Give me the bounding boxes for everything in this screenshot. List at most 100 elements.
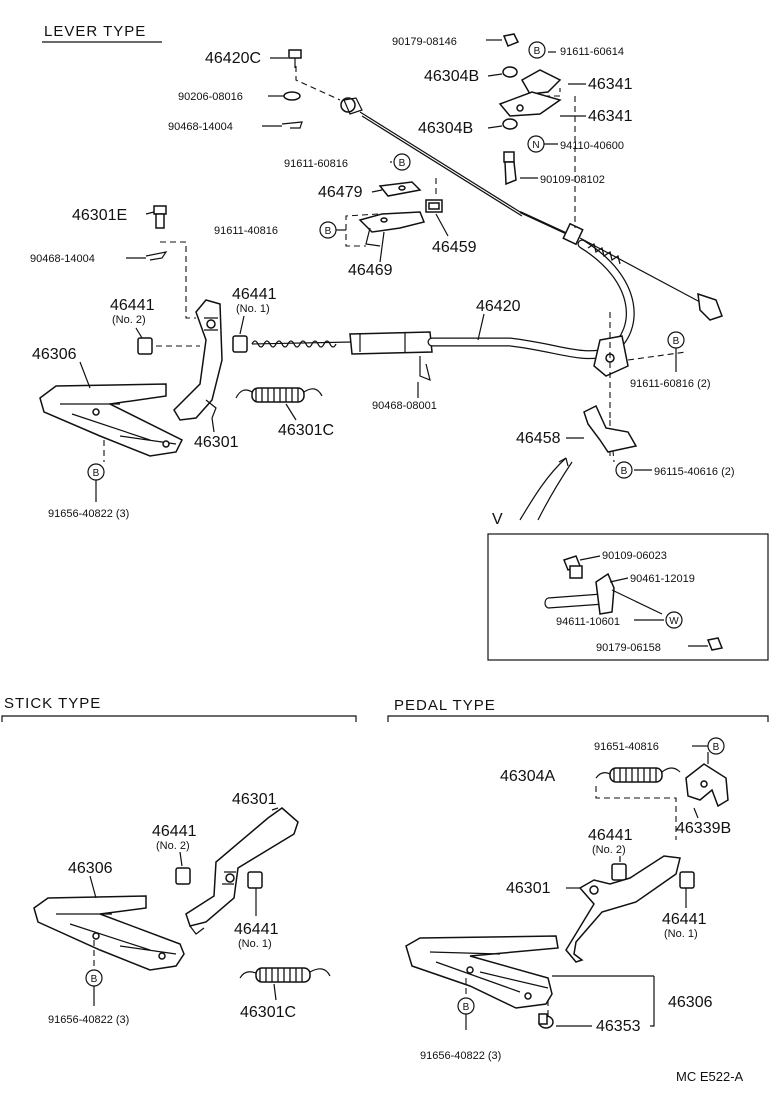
badge-n-94110-40600: N	[527, 135, 545, 153]
part-46479-plate	[378, 181, 422, 197]
svg-text:W: W	[669, 616, 679, 627]
label-46304B-a: 46304B	[424, 68, 479, 85]
diagram-code: MC E522-A	[676, 1069, 744, 1084]
label-46301E: 46301E	[72, 207, 127, 224]
label-pedal-91656-40822: 91656-40822 (3)	[420, 1050, 501, 1062]
svg-text:B: B	[713, 742, 720, 753]
part-46341-bracket	[498, 69, 562, 117]
label-96115-40616: 96115-40616 (2)	[654, 466, 735, 478]
label-pedal-46353: 46353	[596, 1018, 641, 1035]
part-90468-08001-clip	[419, 356, 431, 381]
badge-b-91611-60614: B	[528, 41, 546, 59]
svg-text:B: B	[463, 1002, 470, 1013]
stick-part-46441-no2-bushing	[175, 867, 191, 885]
badge-b-91656-40822-stick: B	[85, 969, 103, 987]
part-90109-08102-bolt	[503, 151, 517, 186]
label-46469: 46469	[348, 262, 393, 279]
rear-cable-lower-curve	[577, 239, 635, 355]
label-46304B-b: 46304B	[418, 120, 473, 137]
badge-b-91611-40816: B	[319, 221, 337, 239]
section-title-stick-type: STICK TYPE	[4, 695, 101, 712]
label-46301-lever: 46301	[194, 434, 239, 451]
part-46459-clamp	[425, 199, 443, 213]
svg-text:B: B	[325, 226, 332, 237]
part-46304B-nut-b	[502, 118, 518, 130]
section-title-lever-type: LEVER TYPE	[44, 23, 146, 40]
badge-b-96115-40616: B	[615, 461, 633, 479]
label-stick-no1: (No. 1)	[238, 938, 272, 950]
label-90109-08102: 90109-08102	[540, 174, 605, 186]
label-v-90461-12019: 90461-12019	[630, 573, 695, 585]
label-pedal-46441-no1: 46441	[662, 911, 707, 928]
badge-b-91656-40822-pedal: B	[457, 997, 475, 1015]
svg-text:B: B	[673, 336, 680, 347]
label-stick-46301C: 46301C	[240, 1004, 296, 1021]
svg-text:B: B	[534, 46, 541, 57]
label-94110-40600: 94110-40600	[560, 140, 624, 152]
badge-b-91611-60816-2: B	[667, 331, 685, 349]
part-46301C-spring	[235, 387, 323, 403]
label-stick-46441-no1: 46441	[234, 921, 279, 938]
stick-part-46301-lever	[185, 807, 299, 935]
label-v-90109-06023: 90109-06023	[602, 550, 667, 562]
view-v-cable-clamp	[544, 555, 724, 651]
label-46441-no2-lever: 46441	[110, 297, 155, 314]
label-46420: 46420	[476, 298, 521, 315]
badge-b-91656-40822-lever: B	[87, 463, 105, 481]
label-91611-40816: 91611-40816	[214, 225, 278, 237]
rear-cable-upper	[340, 97, 723, 321]
label-46301C-lever: 46301C	[278, 422, 334, 439]
label-91611-60816-a: 91611-60816	[284, 158, 348, 170]
pedal-part-46441-no1-bushing	[679, 871, 695, 889]
part-46458-bracket	[583, 404, 638, 453]
label-46420C: 46420C	[205, 50, 261, 67]
view-v-letter: V	[492, 511, 503, 528]
label-91611-60614: 91611-60614	[560, 46, 624, 58]
badge-w-94611-10601: W	[665, 611, 683, 629]
label-no1-lever: (No. 1)	[236, 303, 270, 315]
label-46441-no1-lever: 46441	[232, 286, 277, 303]
label-46479: 46479	[318, 184, 363, 201]
badge-b-91611-60816-a: B	[393, 153, 411, 171]
stick-part-46301C-spring	[239, 967, 331, 983]
label-pedal-91651-40816: 91651-40816	[594, 741, 659, 753]
label-90468-08001: 90468-08001	[372, 400, 437, 412]
pedal-part-46441-no2-bushing	[611, 863, 627, 881]
label-91611-60816-2: 91611-60816 (2)	[630, 378, 711, 390]
label-90206-08016: 90206-08016	[178, 91, 243, 103]
part-90206-08016-washer	[283, 91, 301, 101]
front-cable-46420	[251, 331, 629, 377]
part-90468-14004-clip-b	[145, 251, 168, 261]
view-v-inset-box	[487, 533, 769, 661]
label-pedal-no1: (No. 1)	[664, 928, 698, 940]
stick-part-46441-no1-bushing	[247, 871, 263, 889]
part-46301-lever	[173, 299, 223, 421]
label-pedal-46306: 46306	[668, 994, 713, 1011]
part-46469-bracket	[358, 211, 426, 247]
part-46441-no1-bushing	[232, 335, 248, 353]
svg-text:B: B	[91, 974, 98, 985]
label-91656-40822-lever: 91656-40822 (3)	[48, 508, 129, 520]
label-pedal-46339B: 46339B	[676, 820, 731, 837]
svg-text:B: B	[621, 466, 628, 477]
label-v-90179-06158: 90179-06158	[596, 642, 661, 654]
pedal-part-46353-stopper	[538, 1013, 554, 1029]
part-90179-08146-nut	[502, 33, 520, 47]
label-90468-14004-a: 90468-14004	[168, 121, 233, 133]
label-no2-lever: (No. 2)	[112, 314, 146, 326]
svg-text:B: B	[399, 158, 406, 169]
svg-text:B: B	[93, 468, 100, 479]
svg-text:N: N	[532, 140, 539, 151]
part-46420C-bolt	[288, 49, 302, 68]
part-46441-no2-bushing	[137, 337, 153, 355]
label-46459: 46459	[432, 239, 477, 256]
part-46306-base	[39, 383, 184, 457]
badge-b-91651-40816: B	[707, 737, 725, 755]
label-pedal-46301: 46301	[506, 880, 551, 897]
label-46306-lever: 46306	[32, 346, 77, 363]
pedal-part-46306-pedal-base	[405, 935, 559, 1009]
part-90468-14004-clip-a	[281, 121, 303, 129]
label-pedal-46304A: 46304A	[500, 768, 555, 785]
label-pedal-no2: (No. 2)	[592, 844, 626, 856]
